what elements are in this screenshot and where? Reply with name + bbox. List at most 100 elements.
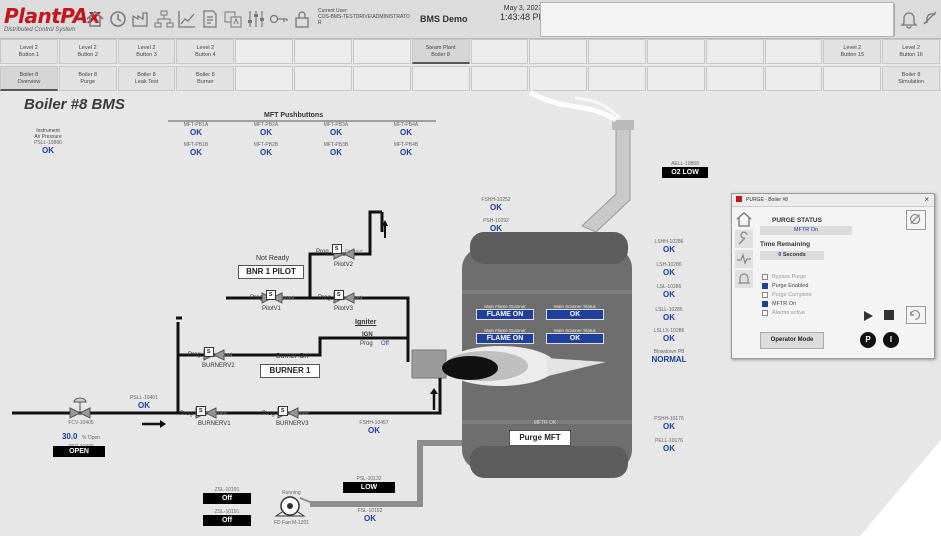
level3-nav-button[interactable] (646, 66, 705, 91)
fsl-10192-group[interactable]: FSL-10192 OK (348, 508, 392, 523)
alarm-silence-icon[interactable] (920, 8, 941, 30)
valve-fcv-10405[interactable] (69, 397, 91, 419)
alarm-banner[interactable] (540, 2, 894, 37)
fshh-10457-group[interactable]: FSHH-10457 OK (352, 420, 396, 435)
level3-nav-button[interactable] (705, 66, 764, 91)
network-icon[interactable] (153, 8, 175, 30)
burner1-button[interactable]: BURNER 1 (260, 364, 320, 378)
level3-nav-button[interactable] (470, 66, 529, 91)
fd-fan[interactable] (274, 496, 306, 517)
level2-nav-button[interactable] (705, 39, 764, 64)
fshh-10252-group[interactable]: FSHH-10252 OK (474, 197, 518, 212)
faceplate-home-icon[interactable] (735, 210, 753, 228)
valve-status-pilotv2[interactable]: ProgSOpened (316, 240, 362, 258)
level3-nav-button[interactable] (823, 66, 882, 91)
purge-reset-icon[interactable] (906, 306, 926, 324)
level3-nav-button[interactable] (294, 66, 352, 91)
translate-icon[interactable] (222, 8, 244, 30)
level2-nav-button[interactable] (294, 39, 352, 64)
o2-low-indicator[interactable]: O2 LOW (662, 167, 708, 178)
level2-nav-button[interactable] (646, 39, 705, 64)
psl-10132-low-indicator[interactable]: LOW (343, 482, 395, 493)
level2-nav-button[interactable] (588, 39, 646, 64)
purge-mft-button[interactable]: Purge MFT (509, 430, 571, 446)
lock-icon[interactable] (291, 8, 313, 30)
plant-overview-icon[interactable] (130, 8, 152, 30)
zsl-10191-indicator[interactable]: Off (203, 493, 251, 504)
alarm-bell-icon[interactable] (898, 8, 920, 30)
blowdown-group[interactable]: Blowdown PB NORMAL (644, 349, 694, 364)
level2-nav-button[interactable] (764, 39, 823, 64)
faceplate-maintenance-icon[interactable] (735, 230, 753, 248)
faceplate-alarm-icon[interactable] (735, 270, 753, 288)
level3-nav-button[interactable] (235, 66, 294, 91)
zsl-10191b-indicator[interactable]: Off (203, 515, 251, 526)
valve-status-burnerv2[interactable]: ProgSClosed (188, 343, 232, 361)
purge-stop-icon[interactable] (884, 310, 894, 320)
level3-nav-button[interactable] (588, 66, 646, 91)
trend-icon[interactable] (176, 8, 198, 30)
home-icon[interactable] (84, 8, 106, 30)
psh-10292-group[interactable]: PSH-10292 OK (474, 218, 518, 233)
pell-10176-group[interactable]: PELL-10176 OK (646, 438, 692, 453)
level2-nav-button[interactable] (352, 39, 411, 64)
back-navigation-icon[interactable] (107, 8, 129, 30)
faceplate-reset-icon[interactable] (906, 210, 926, 230)
info-badge[interactable]: I (883, 332, 899, 348)
valve-status-burnerv1[interactable]: ProgSOpened (180, 402, 226, 420)
level3-nav-button[interactable] (764, 66, 823, 91)
valve-status-pilotv3[interactable]: ProgSClosed (318, 286, 362, 304)
valve-status-pilotv1[interactable]: ProgSClosed (250, 286, 294, 304)
bnr1-pilot-button[interactable]: BNR 1 PILOT (238, 265, 304, 279)
igniter-label[interactable]: Igniter (355, 319, 377, 326)
pshh-10176-group[interactable]: PSHH-10176 OK (646, 416, 692, 431)
sliders-icon[interactable] (245, 8, 267, 30)
instrument-air-group[interactable]: Instrument Air Pressure PSLL-10886 OK (28, 128, 68, 155)
purge-faceplate[interactable]: PURGE - Boiler #8 × PURGE STATUS MFTR On… (731, 193, 935, 359)
key-icon[interactable] (268, 8, 290, 30)
fuel-pressure-group[interactable]: PSLL-10401 OK (124, 395, 164, 410)
level2-nav-button[interactable] (470, 39, 529, 64)
level2-nav-button[interactable] (235, 39, 294, 64)
level3-nav-button[interactable] (411, 66, 470, 91)
valve-status-burnerv3[interactable]: ProgSOpened (262, 402, 308, 420)
level3-nav-button[interactable] (529, 66, 588, 91)
document-icon[interactable] (199, 8, 221, 30)
faceplate-close-icon[interactable]: × (924, 195, 929, 204)
purge-start-icon[interactable] (862, 309, 874, 321)
operator-mode-button[interactable]: Operator Mode (760, 332, 824, 349)
level2-nav-button[interactable] (529, 39, 588, 64)
faceplate-trend-icon[interactable] (735, 250, 753, 268)
level3-nav-button[interactable] (352, 66, 411, 91)
program-mode-badge[interactable]: P (860, 332, 876, 348)
